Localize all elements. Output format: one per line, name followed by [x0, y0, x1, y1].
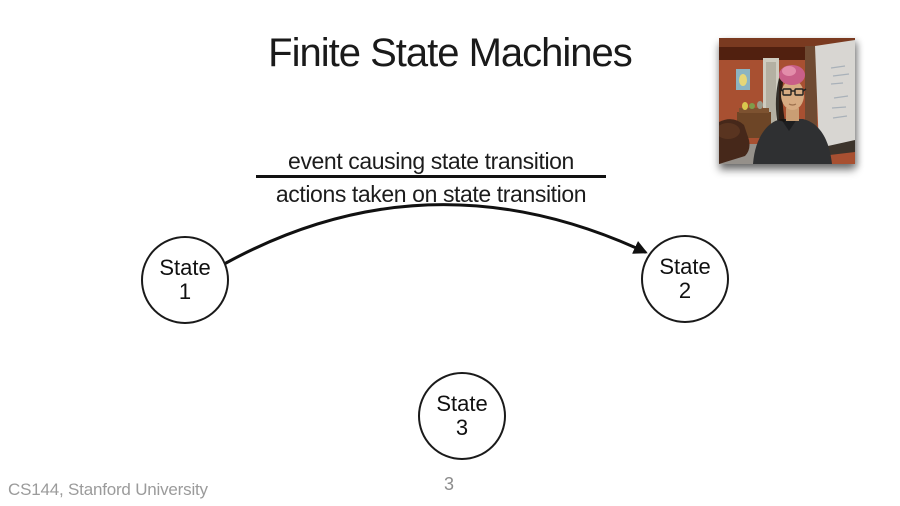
webcam-hair-shadow [775, 78, 785, 122]
course-footer: CS144, Stanford University [8, 480, 208, 499]
webcam-glasses [779, 88, 807, 96]
state-1-number: 1 [178, 279, 192, 304]
state-node-2: State 2 [641, 235, 729, 323]
webcam-whiteboard [815, 40, 855, 148]
slide-page-number: 3 [443, 474, 454, 494]
state-2-number: 2 [678, 278, 692, 303]
webcam-chair-arm [719, 123, 740, 139]
transition-actions-label: actions taken on state transition [275, 181, 587, 207]
webcam-door-panel [766, 62, 776, 144]
webcam-item-green [749, 103, 755, 109]
webcam-pink-hair-highlight [782, 66, 796, 76]
webcam-person-neck [786, 108, 799, 121]
transition-arrow-path [224, 203, 648, 265]
fraction-bar [256, 175, 606, 178]
state-3-label: State [436, 390, 488, 416]
webcam-poster-art [739, 74, 747, 86]
state-1-label: State [159, 254, 211, 280]
webcam-scene [719, 38, 855, 164]
webcam-cabinet-top [739, 108, 769, 113]
state-2-label: State [659, 253, 711, 279]
webcam-person-shirt [753, 119, 832, 164]
state-3-number: 3 [455, 415, 469, 440]
state-node-1: State 1 [141, 236, 229, 324]
webcam-wall-top [719, 38, 855, 47]
webcam-whiteboard-scribbles [830, 65, 850, 119]
transition-event-label: event causing state transition [288, 148, 574, 174]
webcam-item-yellow [742, 102, 748, 110]
webcam-person-face [781, 80, 804, 110]
webcam-item-gray [757, 101, 763, 109]
state-node-3: State 3 [418, 372, 506, 460]
slide-title: Finite State Machines [268, 31, 633, 75]
webcam-video [719, 38, 855, 164]
webcam-mouth [788, 103, 797, 106]
